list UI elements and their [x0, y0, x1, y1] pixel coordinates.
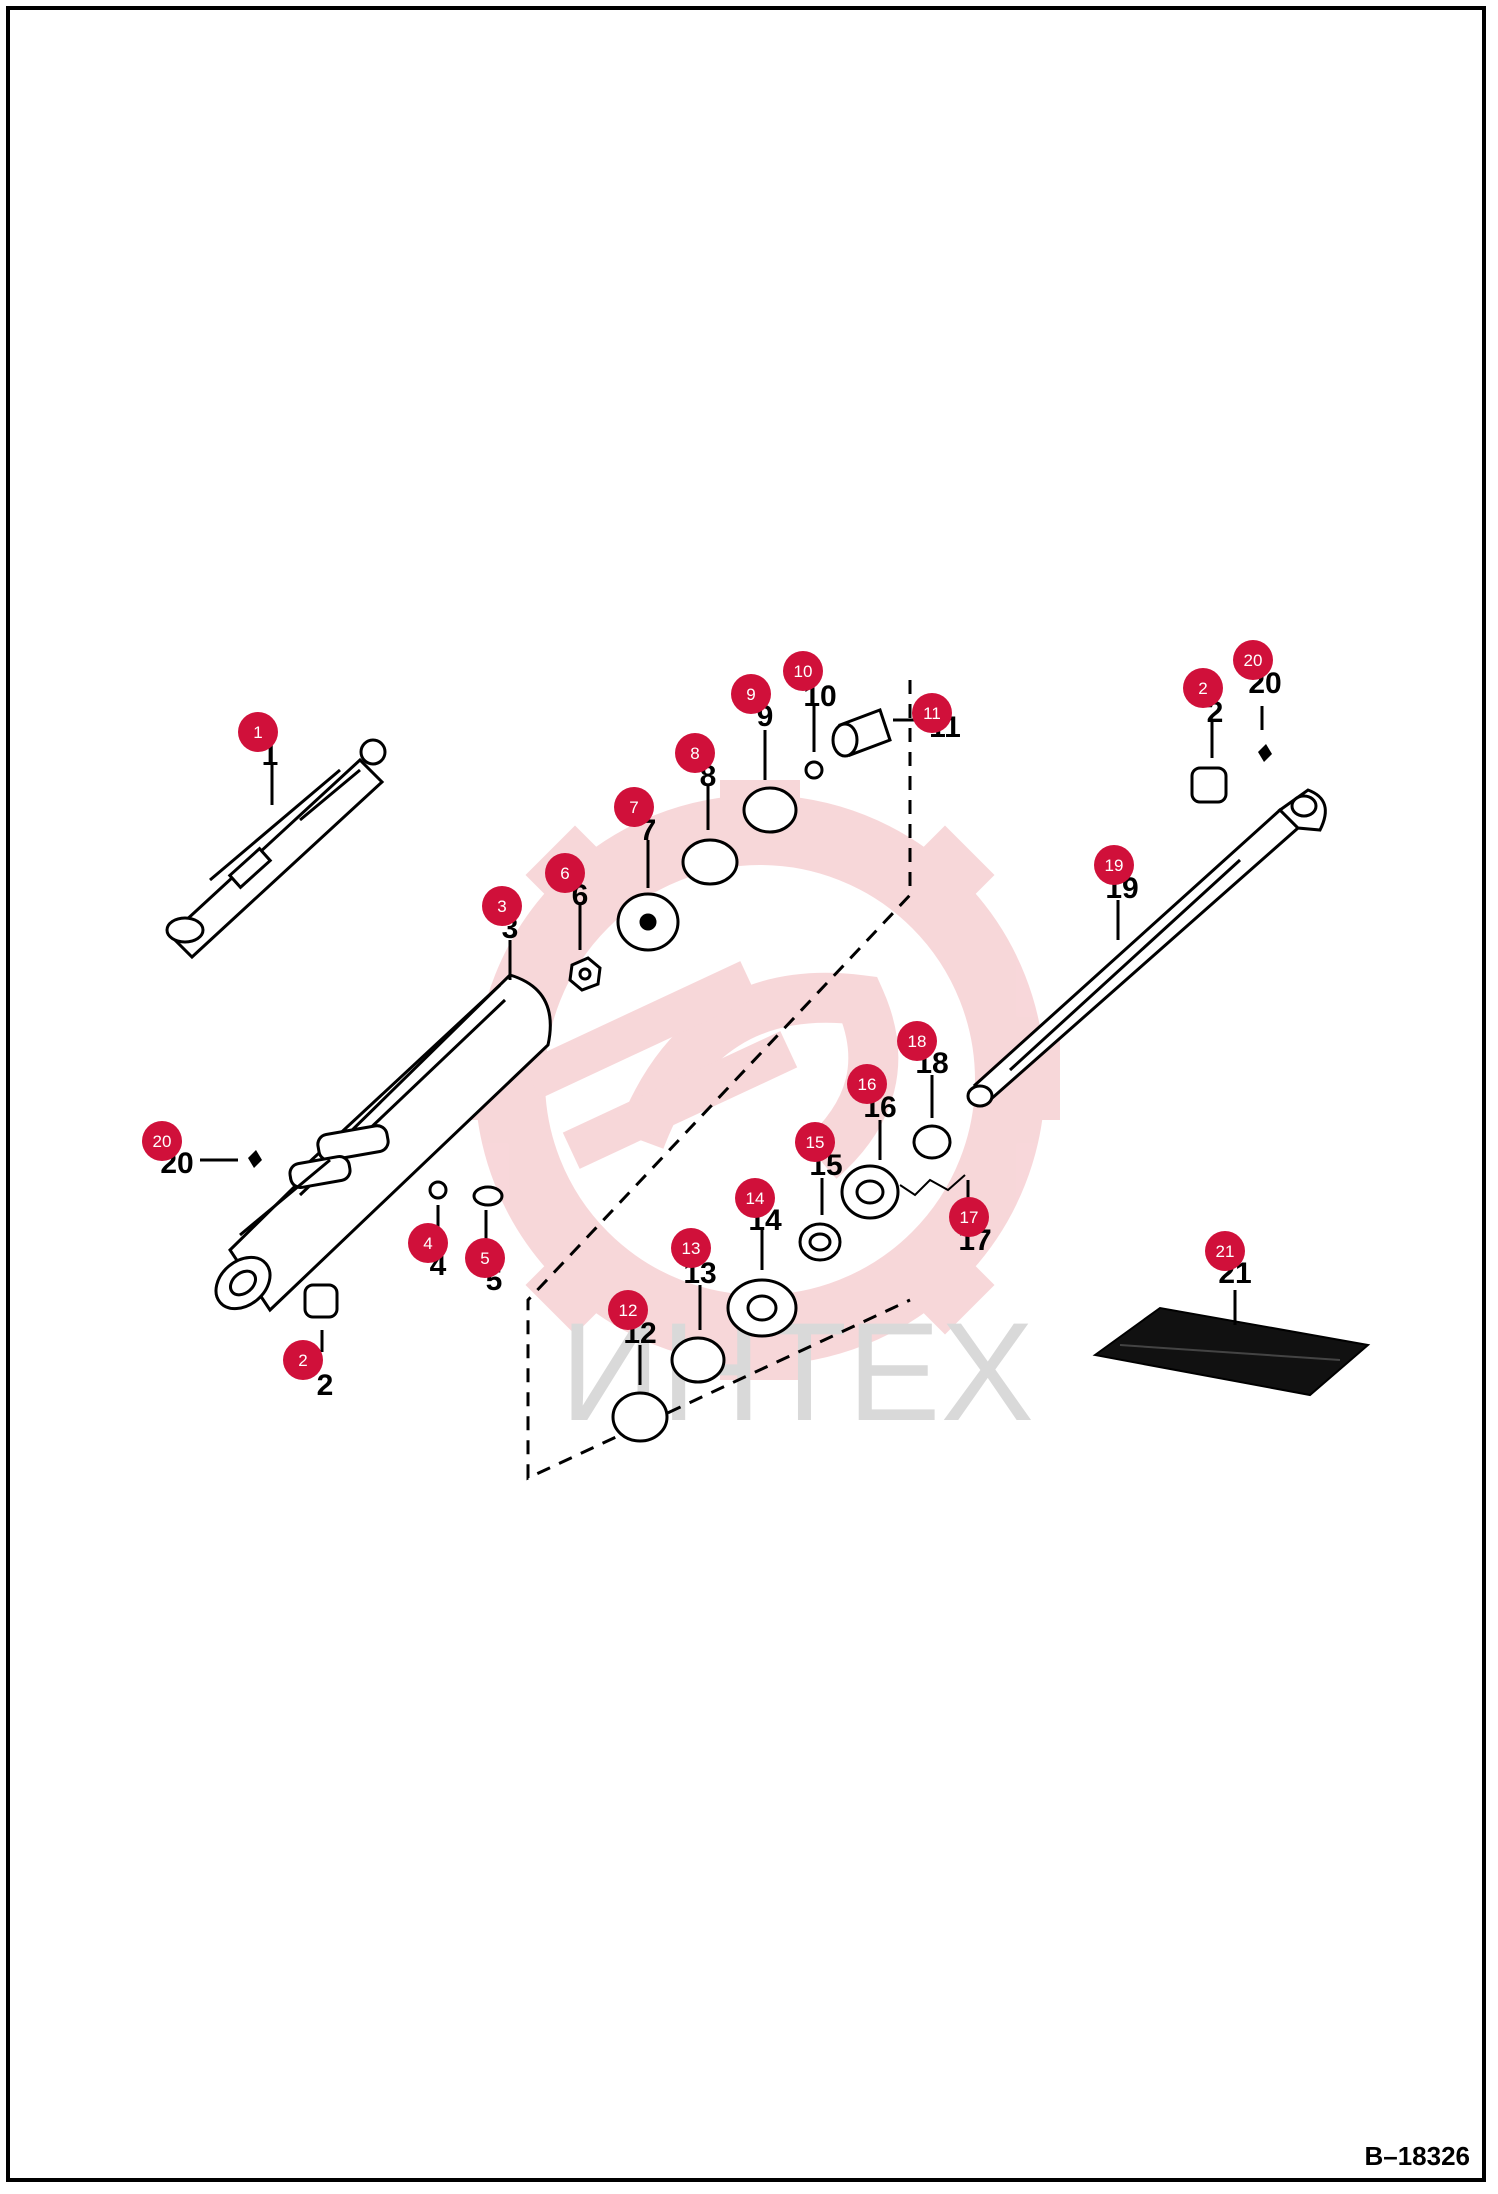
- callout-badge-20[interactable]: [142, 1121, 182, 1161]
- callout-badge-label-3: 3: [497, 897, 506, 916]
- callout-badge-8[interactable]: [675, 733, 715, 773]
- part-20-fitting-right: [1258, 744, 1272, 762]
- callout-badge-label-13: 13: [682, 1239, 701, 1258]
- callout-badge-label-23: 20: [1244, 651, 1263, 670]
- callout-badge-label-16: 16: [858, 1075, 877, 1094]
- callout-badge-11[interactable]: [912, 693, 952, 733]
- part-16-head: [840, 1164, 900, 1220]
- callout-badge-label-2: 2: [298, 1351, 307, 1370]
- part-19-rod: [966, 788, 1327, 1108]
- callout-badge-label-18: 18: [908, 1032, 927, 1051]
- callout-badge-9[interactable]: [731, 674, 771, 714]
- callout-badge-6[interactable]: [545, 853, 585, 893]
- part-12-seal: [611, 1391, 669, 1443]
- callout-badge-18[interactable]: [897, 1021, 937, 1061]
- part-7-piston: [616, 892, 680, 952]
- callout-badge-12[interactable]: [608, 1290, 648, 1330]
- part-14-gland: [726, 1278, 798, 1338]
- callout-badge-17[interactable]: [949, 1197, 989, 1237]
- callouts: 1122334455667788991010111112121313141415…: [142, 640, 1282, 1402]
- part-2-bushing-left: [303, 1283, 339, 1319]
- callout-badge-label-20: 20: [153, 1132, 172, 1151]
- drawing-id: B–18326: [1364, 2141, 1470, 2171]
- drawing-frame: [6, 6, 1486, 2182]
- callout-badge-label-14: 14: [746, 1189, 765, 1208]
- callout-badge-13[interactable]: [671, 1228, 711, 1268]
- callout-badge-3[interactable]: [482, 886, 522, 926]
- part-18-seal: [912, 1124, 952, 1160]
- part-20-fitting-left: [248, 1150, 262, 1168]
- part-3-cylinder-barrel: [214, 973, 552, 1313]
- callout-badge-label-17: 17: [960, 1208, 979, 1227]
- part-9-ring: [742, 786, 798, 834]
- callout-badge-label-9: 9: [746, 685, 755, 704]
- callout-badge-label-5: 5: [480, 1249, 489, 1268]
- callout-number-2: 2: [317, 1369, 334, 1402]
- part-2-bushing-right: [1190, 766, 1228, 804]
- callout-badge-label-7: 7: [629, 798, 638, 817]
- part-21-seal-kit: [1092, 1306, 1371, 1397]
- callout-badge-4[interactable]: [408, 1223, 448, 1263]
- callout-badge-16[interactable]: [847, 1064, 887, 1104]
- part-10-oring: [804, 760, 824, 780]
- part-4-washer: [428, 1180, 448, 1200]
- callout-badge-label-1: 1: [253, 723, 262, 742]
- callout-badge-label-10: 10: [794, 662, 813, 681]
- callout-badge-label-22: 2: [1198, 679, 1207, 698]
- callout-badge-10[interactable]: [783, 651, 823, 691]
- part-1-cylinder-assembly: [165, 738, 387, 960]
- callout-badge-label-15: 15: [806, 1133, 825, 1152]
- callout-badge-label-12: 12: [619, 1301, 638, 1320]
- part-13-ring: [670, 1336, 726, 1384]
- callout-badge-label-21: 21: [1216, 1242, 1235, 1261]
- callout-badge-19[interactable]: [1094, 845, 1134, 885]
- callout-badge-22[interactable]: [1183, 668, 1223, 708]
- callout-badge-5[interactable]: [465, 1238, 505, 1278]
- part-6-nut: [568, 956, 602, 992]
- part-11-bushing: [831, 708, 892, 758]
- callout-badge-15[interactable]: [795, 1122, 835, 1162]
- callout-badge-label-8: 8: [690, 744, 699, 763]
- callout-badge-label-19: 19: [1105, 856, 1124, 875]
- callout-badge-1[interactable]: [238, 712, 278, 752]
- callout-badge-21[interactable]: [1205, 1231, 1245, 1271]
- callout-badge-23[interactable]: [1233, 640, 1273, 680]
- part-8-seal: [681, 838, 739, 886]
- part-17-screw: [899, 1174, 966, 1197]
- part-5-bolt: [472, 1185, 504, 1207]
- callout-badge-label-11: 11: [923, 704, 941, 723]
- callout-badge-2[interactable]: [283, 1340, 323, 1380]
- callout-badge-label-6: 6: [560, 864, 569, 883]
- callout-badge-label-4: 4: [423, 1234, 432, 1253]
- callout-badge-7[interactable]: [614, 787, 654, 827]
- part-15-wiper: [798, 1222, 842, 1262]
- callout-badge-14[interactable]: [735, 1178, 775, 1218]
